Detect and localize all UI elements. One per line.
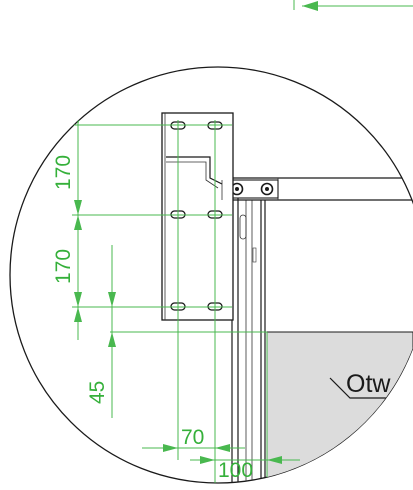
dimension-45: 45 bbox=[86, 381, 109, 404]
horizontal-dimension-70 bbox=[142, 444, 245, 452]
horizontal-rail bbox=[223, 177, 413, 201]
callout-label: Otw bbox=[346, 370, 391, 398]
vertical-dimension-line bbox=[74, 88, 82, 340]
extension-lines bbox=[72, 120, 268, 483]
top-leader-arrow bbox=[293, 0, 413, 11]
detail-content bbox=[72, 88, 413, 483]
frame-profile bbox=[231, 192, 266, 483]
mounting-bracket bbox=[161, 112, 234, 321]
dimension-70: 70 bbox=[181, 426, 204, 449]
dimension-170-upper: 170 bbox=[52, 155, 75, 190]
opening-area bbox=[266, 331, 413, 483]
horizontal-dimension-100 bbox=[190, 456, 300, 464]
offset-dimension-line bbox=[108, 245, 116, 418]
detail-circle bbox=[9, 66, 413, 484]
dimension-100: 100 bbox=[218, 459, 253, 482]
dimension-170-lower: 170 bbox=[52, 249, 75, 284]
